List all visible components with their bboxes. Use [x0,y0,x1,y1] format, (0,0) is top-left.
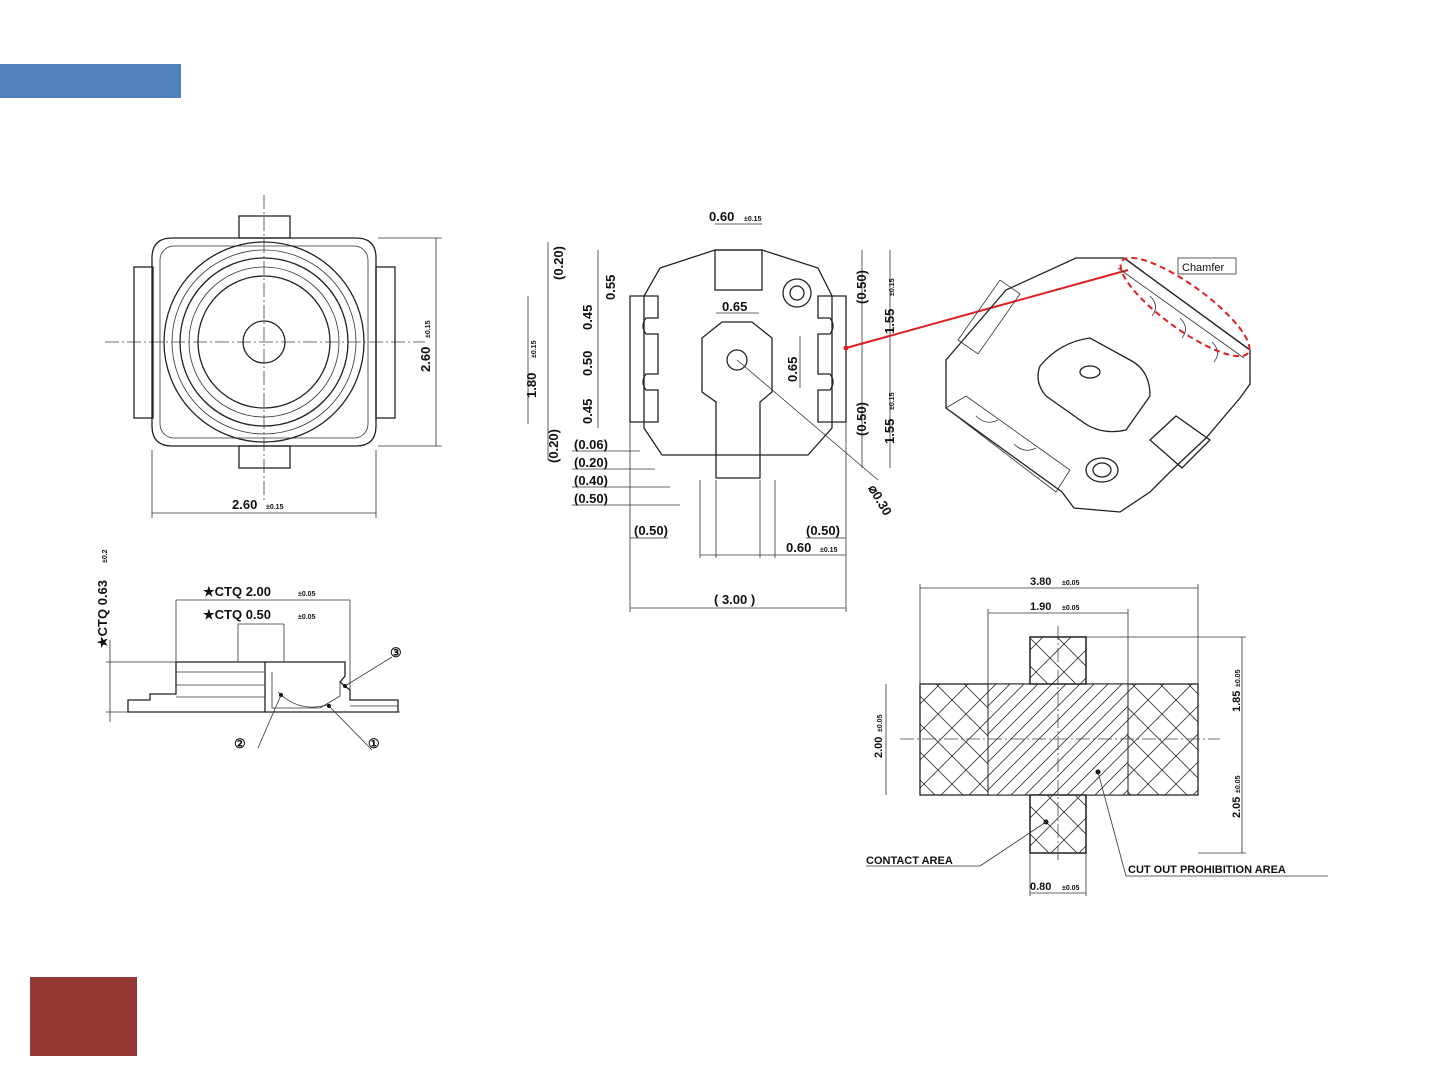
inner-width-tol: ±0.05 [1062,605,1080,612]
callout-2: ② [234,736,246,751]
center-contact [701,321,773,479]
footer-accent-bar [30,977,137,1056]
left-dim-2: 0.55 [603,275,618,300]
mount-hole-outer [782,278,812,308]
middle-ring-inner [188,266,340,418]
stack-dim-2: (0.20) [574,455,608,470]
chamfer-label-box [1177,257,1237,275]
callout-dot [843,345,849,351]
center-height: 0.65 [785,357,800,382]
side-view: ★CTQ 0.63 ±0.2 ★CTQ 2.00 ±0.05 ★CTQ 0.50… [95,549,402,751]
left-dim-4: 0.50 [580,351,595,376]
right-tab [375,266,396,419]
right-contact [817,295,847,423]
right-dim-2: 1.55 [882,309,897,334]
bottom-tab [238,445,291,469]
left-dim-3: 0.45 [580,305,595,330]
left-tab [133,266,154,419]
chamfer-label: Chamfer [1182,262,1225,274]
outer-diameter-tol: ±0.05 [298,591,316,598]
stack-dim-3: (0.40) [574,473,608,488]
right-dim-4: 1.55 [882,419,897,444]
front-contact [945,395,1071,493]
callout-3: ③ [390,645,402,660]
callout-1: ① [368,736,380,751]
inner-diameter-tol: ±0.05 [298,614,316,621]
outer-ring [163,241,365,443]
prohibition-area-label: CUT OUT PROHIBITION AREA [1128,864,1286,876]
land-top-height: 1.85 [1231,691,1243,712]
perspective-view: Chamfer [945,256,1251,513]
contact-area-label: CONTACT AREA [866,855,953,867]
bottom-center-dim: 0.60 [786,540,811,555]
right-dim-1: (0.50) [854,270,869,304]
bottom-right-dim: (0.50) [806,523,840,538]
perspective-center-hole [1079,365,1101,379]
hole-diameter: ⌀0.30 [865,482,895,518]
chamfer-callout-line [845,269,1129,349]
header-accent-bar [0,64,181,98]
land-bottom-height-tol: ±0.05 [1235,775,1242,793]
top-tab [238,215,291,239]
left-contact [629,295,659,423]
top-width-tol: ±0.15 [744,216,762,223]
outer-diameter: ★CTQ 2.00 [203,584,271,599]
top-view-width-tol: ±0.15 [266,504,284,511]
land-height-left-tol: ±0.05 [877,714,884,732]
overall-height: 1.80 [524,373,539,398]
right-dim-2-tol: ±0.15 [889,278,896,296]
left-dim-1: (0.20) [551,246,566,280]
middle-ring [179,257,349,427]
center-hole [726,349,748,371]
perspective-mount-hole [1085,457,1119,483]
left-dim-5: 0.45 [580,399,595,424]
bottom-left-dim: (0.50) [634,523,668,538]
footprint-view: ⌀0.30 0.60 ±0.15 0.65 0.65 (0.20) 0.55 0… [524,209,897,612]
center-pin [242,320,286,364]
bottom-center-tol: ±0.15 [820,547,838,554]
overall-width: ( 3.00 ) [714,592,755,607]
stack-dim-1: (0.06) [574,437,608,452]
side-right-body [265,661,399,713]
top-view-height: 2.60 [418,347,433,372]
top-width: 0.60 [709,209,734,224]
land-width-tol: ±0.05 [1062,580,1080,587]
outer-ring-inner [171,249,357,435]
stack-dim-4: (0.50) [574,491,608,506]
top-view: 2.60 ±0.15 2.60 ±0.15 [105,195,442,518]
contact-width: 0.80 [1030,881,1051,893]
side-left-body [127,661,266,713]
top-view-height-tol: ±0.15 [425,320,432,338]
body-inner-outline [159,245,369,439]
back-contact [957,279,1021,355]
side-height: ★CTQ 0.63 [95,580,110,648]
top-view-width: 2.60 [232,497,257,512]
inner-ring [197,275,331,409]
center-width: 0.65 [722,299,747,314]
land-pattern-view: 3.80 ±0.05 1.90 ±0.05 2.00 ±0.05 1.85 ±0… [866,576,1328,896]
body-outline [151,237,377,447]
inner-width: 1.90 [1030,601,1051,613]
mount-hole-inner [789,285,805,301]
top-tab [714,249,763,291]
contact-width-tol: ±0.05 [1062,885,1080,892]
side-height-tol: ±0.2 [102,549,109,563]
land-width: 3.80 [1030,576,1051,588]
land-top-height-tol: ±0.05 [1235,669,1242,687]
chamfer-highlight [1119,256,1251,358]
left-dim-6: (0.20) [546,429,561,463]
center-pad [1037,337,1151,433]
land-height-left: 2.00 [873,737,885,758]
inner-diameter: ★CTQ 0.50 [203,607,271,622]
land-bottom-height: 2.05 [1231,797,1243,818]
side-tab [1149,415,1212,469]
overall-height-tol: ±0.15 [531,340,538,358]
right-dim-4-tol: ±0.15 [889,392,896,410]
right-dim-3: (0.50) [854,402,869,436]
perspective-body [945,257,1251,513]
